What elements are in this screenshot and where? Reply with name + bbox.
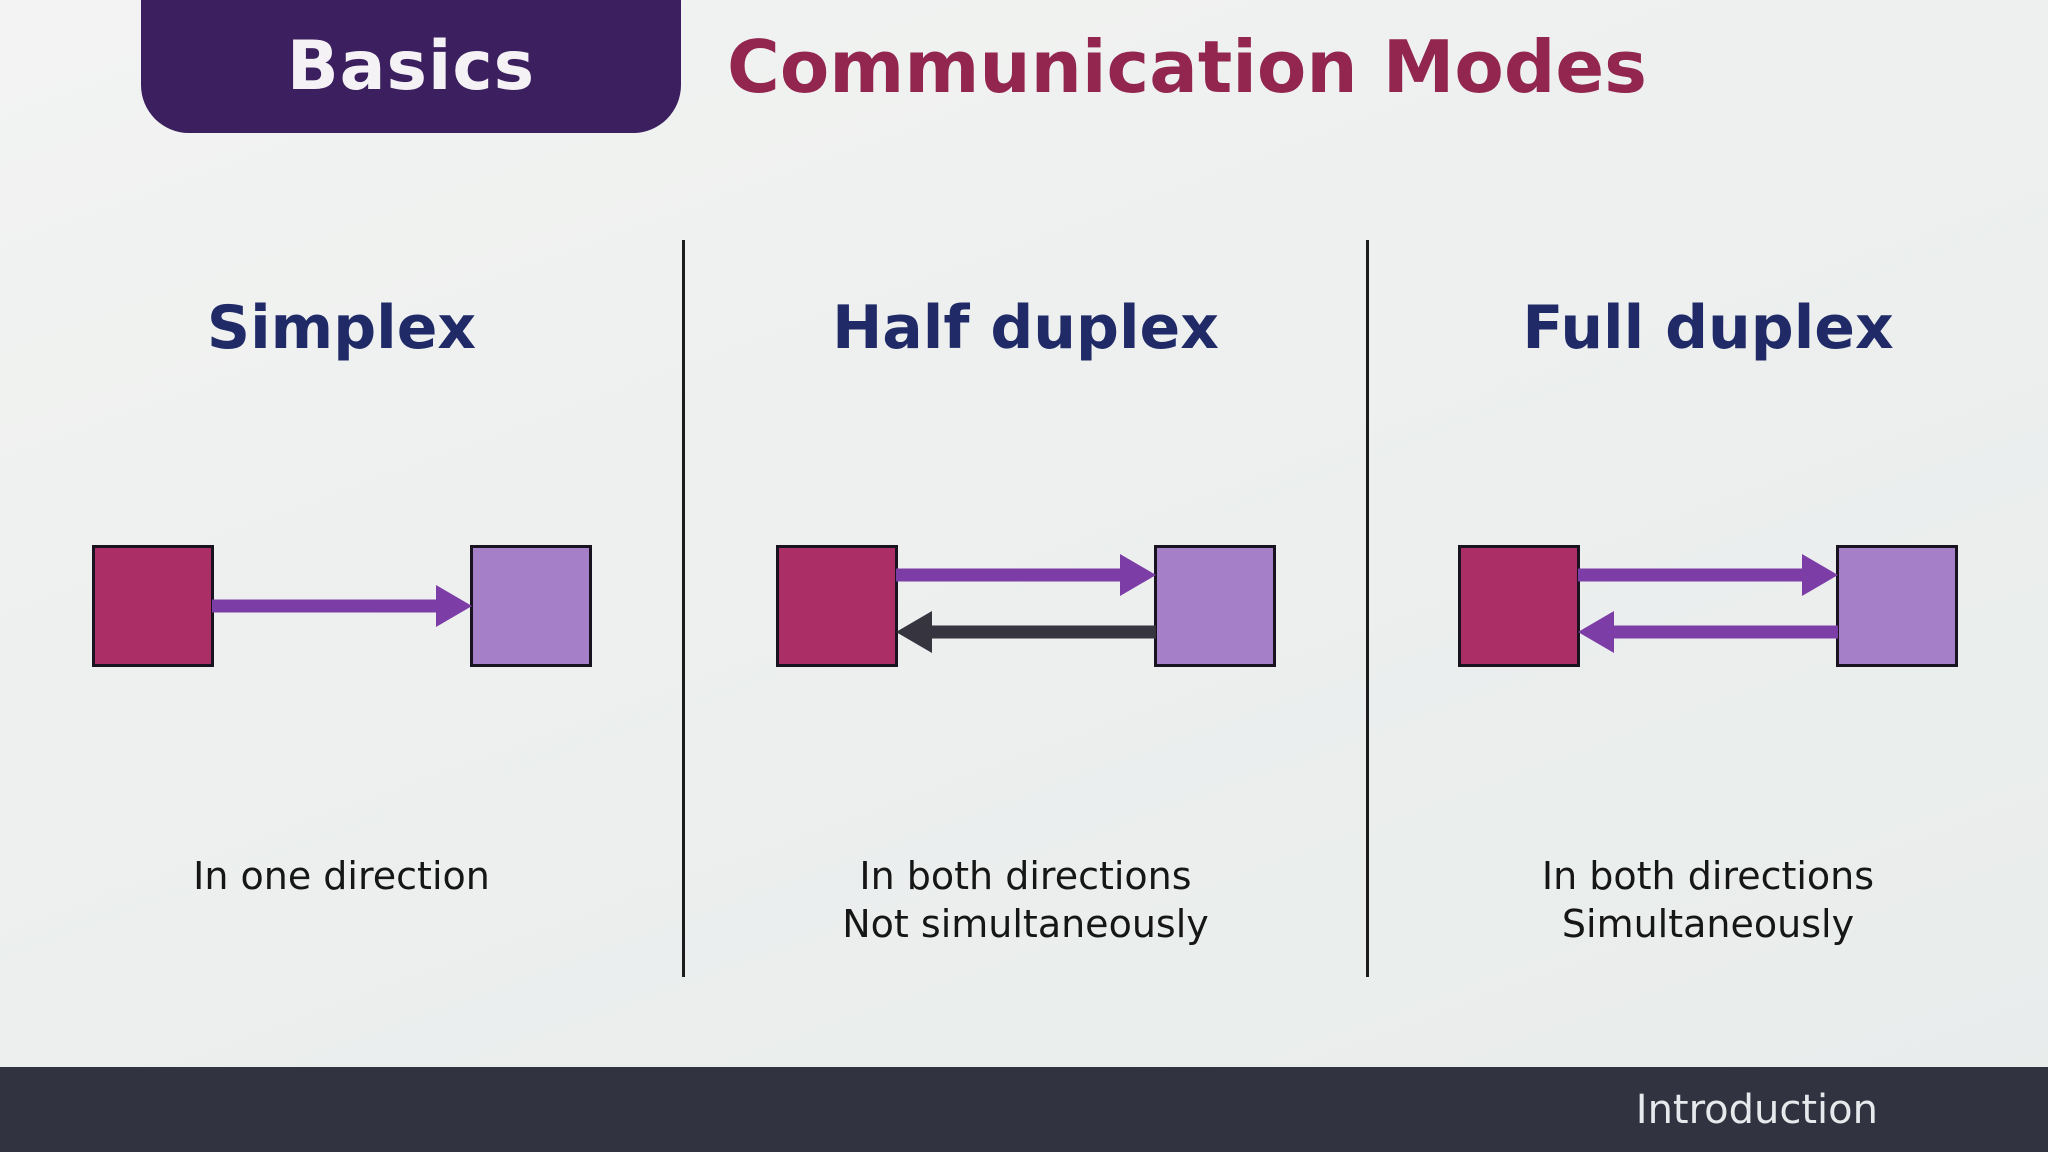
arrow-shaft [895, 568, 1124, 582]
caption-line: Not simultaneously [842, 902, 1209, 946]
modes-columns: Simplex In one direction Half duplex [0, 240, 2048, 977]
half-duplex-diagram [775, 545, 1276, 667]
sender-square [1458, 545, 1580, 667]
arrow-left-icon [1578, 611, 1838, 653]
mode-caption: In one direction [0, 852, 683, 900]
caption-line: In both directions [1541, 854, 1875, 898]
column-divider [682, 240, 685, 977]
arrow-shaft [1578, 568, 1806, 582]
receiver-square [469, 545, 592, 667]
arrow-area [895, 545, 1156, 667]
mode-caption: In both directions Not simultaneously [683, 852, 1368, 948]
mode-heading: Simplex [206, 292, 477, 363]
arrow-shaft [1610, 625, 1838, 639]
caption-line: Simultaneously [1561, 902, 1855, 946]
slide-title: Communication Modes [727, 24, 1648, 109]
arrow-right-icon [1578, 554, 1838, 596]
arrow-right-icon [211, 585, 472, 627]
arrow-shaft [927, 625, 1156, 639]
receiver-square [1153, 545, 1276, 667]
column-half-duplex: Half duplex In both directions [683, 240, 1368, 977]
arrow-head [1802, 554, 1838, 596]
section-badge: Basics [141, 0, 681, 133]
footer-bar: Introduction [0, 1067, 2048, 1152]
arrow-right-icon [895, 554, 1156, 596]
column-full-duplex: Full duplex In both directions [1368, 240, 2048, 977]
arrow-head [895, 611, 932, 653]
arrow-left-icon [895, 611, 1156, 653]
column-divider [1366, 240, 1369, 977]
section-badge-label: Basics [286, 27, 536, 106]
sender-square [91, 545, 214, 667]
caption-line: In one direction [193, 854, 490, 898]
receiver-square [1836, 545, 1958, 667]
arrow-shaft [211, 599, 440, 613]
arrow-head [1578, 611, 1614, 653]
mode-caption: In both directions Simultaneously [1368, 852, 2048, 948]
arrow-area [211, 545, 472, 667]
arrow-area [1578, 545, 1838, 667]
mode-heading: Full duplex [1522, 292, 1894, 363]
caption-line: In both directions [859, 854, 1192, 898]
mode-heading: Half duplex [832, 292, 1219, 363]
column-simplex: Simplex In one direction [0, 240, 683, 977]
simplex-diagram [91, 545, 592, 667]
sender-square [775, 545, 898, 667]
footer-section-label: Introduction [1635, 1086, 1878, 1133]
full-duplex-diagram [1458, 545, 1958, 667]
arrow-head [435, 585, 472, 627]
arrow-head [1119, 554, 1156, 596]
